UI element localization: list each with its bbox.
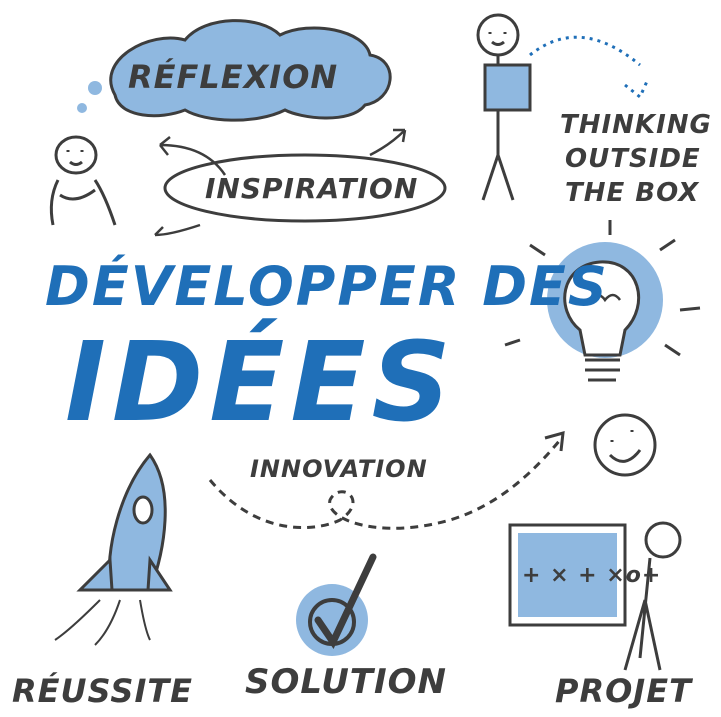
solution-label: SOLUTION [245,662,448,702]
reussite-label: RÉUSSITE [12,672,194,710]
thought-cloud-icon [77,19,392,122]
checkmark-icon [296,553,377,656]
thinking-line-3: THE BOX [565,178,700,208]
dotted-arrow-head [624,78,650,100]
innovation-arrow-head [544,430,565,452]
inspiration-arrows [154,128,407,237]
person-with-board-icon [508,521,682,671]
board-marks: + × + ×o+ [522,563,662,588]
rocket-icon [54,452,173,646]
title-line-2: IDÉES [65,318,457,446]
dotted-arrow [529,35,641,67]
reflexion-label: RÉFLEXION [128,58,339,96]
thinking-line-1: THINKING [560,110,712,140]
innovation-label: INNOVATION [250,455,428,483]
title-line-1: DÉVELOPPER DES [45,255,609,318]
smiley-icon [593,413,657,477]
thinking-line-2: OUTSIDE [565,144,701,174]
lightbulb-icon [504,220,701,382]
thinking-person-icon [49,135,117,226]
projet-label: PROJET [555,672,692,710]
inspiration-oval [163,153,447,223]
innovation-dashed-path [208,439,562,530]
inspiration-label: INSPIRATION [205,172,419,205]
person-with-box-icon [476,13,532,201]
